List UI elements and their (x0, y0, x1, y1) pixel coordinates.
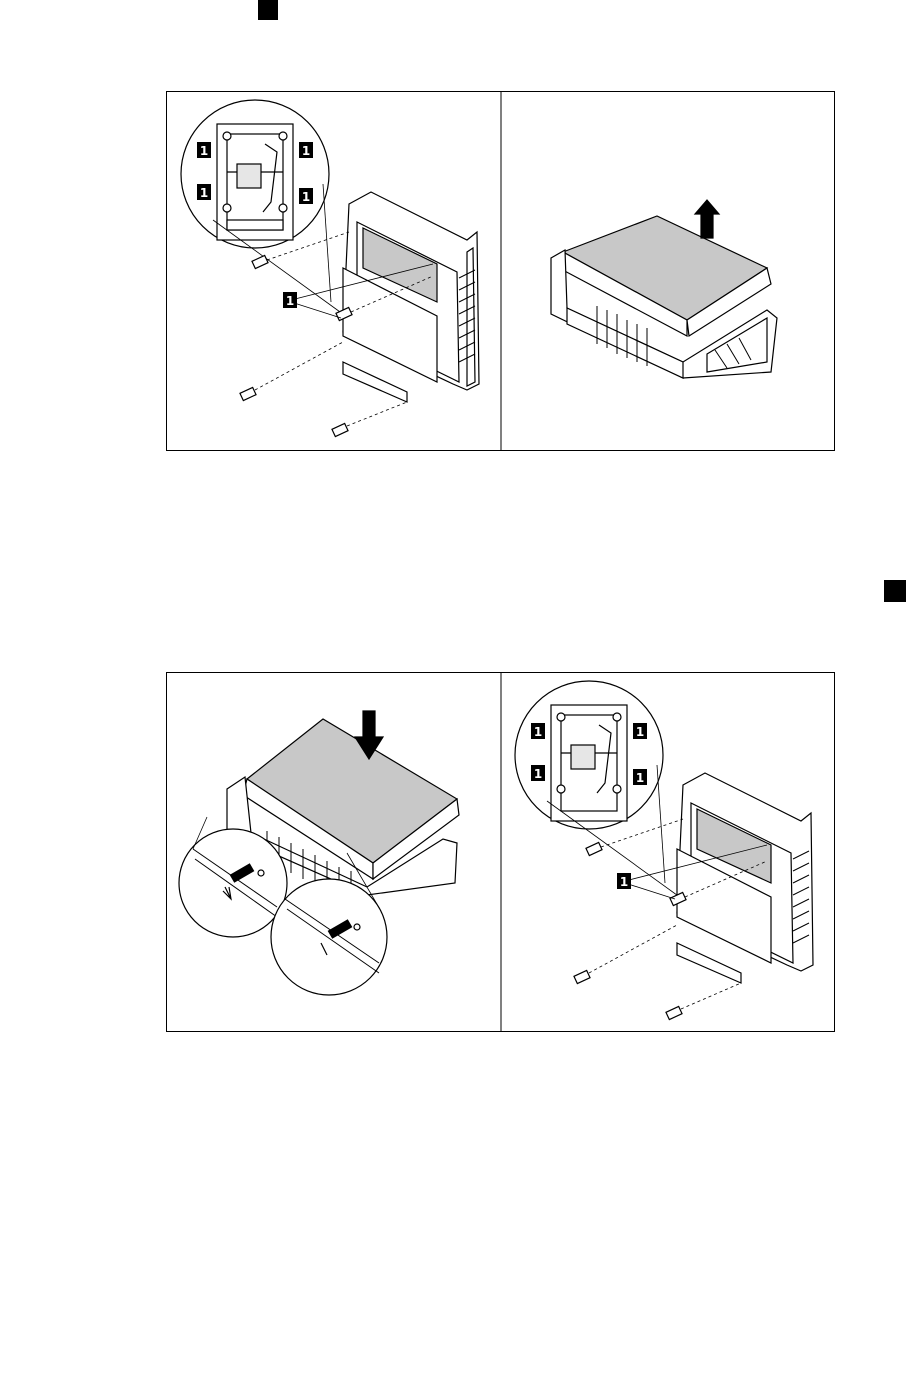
callout-label: 1 (534, 725, 542, 739)
figure-remove-drive: 1 1 1 1 1 (166, 91, 835, 451)
pin-detail-circle-left (179, 829, 287, 937)
drive-in-bracket-illustration (551, 200, 777, 378)
callout-label: 1 (620, 875, 628, 889)
callout-label: 1 (636, 725, 644, 739)
screw-icon (574, 925, 677, 984)
bracket-illustration (181, 100, 479, 437)
pin-detail-circle-right (271, 879, 387, 995)
callout-label: 1 (534, 767, 542, 781)
figure-install-drive: 1 1 1 1 1 (166, 672, 835, 1032)
bracket-install-illustration (515, 681, 813, 1020)
screw-icon (332, 402, 407, 437)
section-marker-top (258, 0, 278, 20)
callout-label: 1 (286, 294, 294, 308)
callout-label: 1 (636, 771, 644, 785)
screw-icon (240, 342, 343, 401)
callout-label: 1 (302, 144, 310, 158)
callout-label: 1 (200, 186, 208, 200)
up-arrow-icon (695, 200, 719, 238)
callout-label: 1 (302, 190, 310, 204)
drive-insert-illustration (179, 711, 459, 995)
callout-label: 1 (200, 144, 208, 158)
screw-icon (666, 983, 741, 1020)
section-marker-right (884, 580, 906, 602)
